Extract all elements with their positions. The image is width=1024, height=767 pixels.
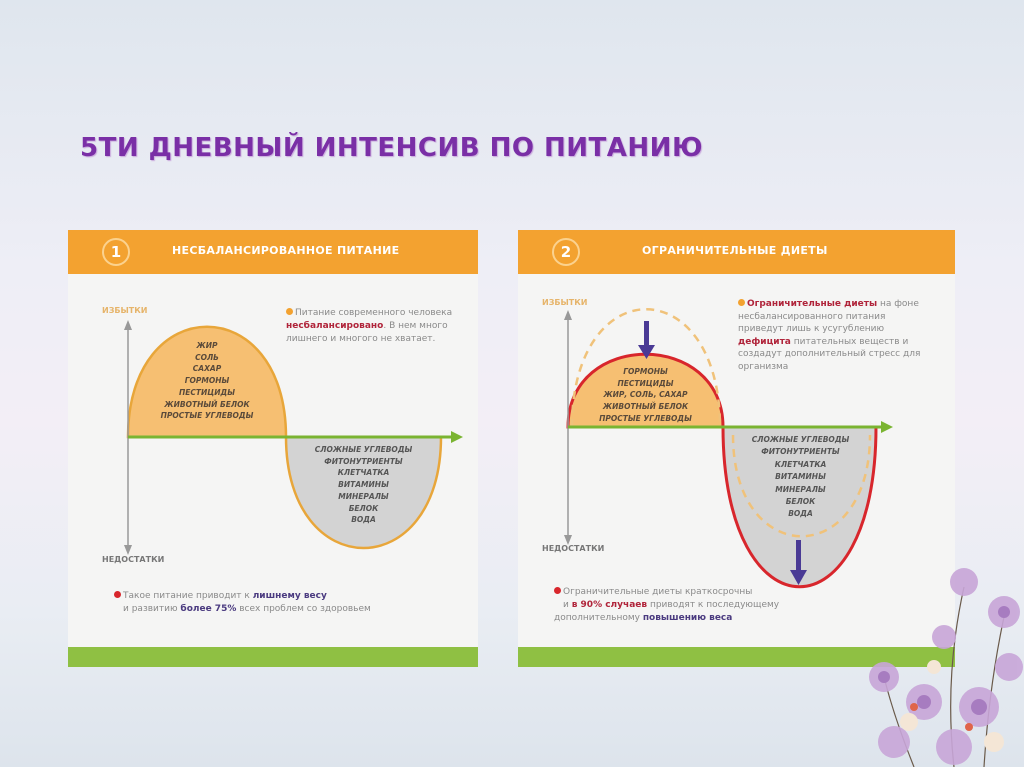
deficit-list: СЛОЖНЫЕ УГЛЕВОДЫ ФИТОНУТРИЕНТЫ КЛЕТЧАТКА… — [733, 434, 868, 521]
y-axis-arrow-up — [564, 310, 572, 320]
bullet-icon — [738, 299, 745, 306]
curve-diagram — [564, 308, 893, 588]
deficit-list: СЛОЖНЫЕ УГЛЕВОДЫ ФИТОНУТРИЕНТЫ КЛЕТЧАТКА… — [296, 444, 431, 526]
panel-footer-bar — [68, 647, 478, 667]
note-text: всех проблем со здоровьем — [236, 604, 371, 614]
list-item: КЛЕТЧАТКА — [337, 468, 390, 478]
bullet-icon — [286, 308, 293, 315]
arrow-down-icon — [638, 321, 655, 359]
list-item: ФИТОНУТРИЕНТЫ — [324, 456, 403, 466]
panel-restrictive-diets: 2 ОГРАНИЧИТЕЛЬНЫЕ ДИЕТЫ ИЗБЫТКИ НЕДОСТАТ… — [518, 230, 955, 667]
y-axis-arrow-up — [124, 320, 132, 330]
note-highlight: в 90% случаев — [571, 600, 648, 610]
list-item: ВИТАМИНЫ — [775, 472, 826, 482]
note-highlight: повышению веса — [642, 613, 733, 623]
note-text: Ограничительные диеты краткосрочны — [563, 587, 753, 597]
list-item: МИНЕРАЛЫ — [338, 491, 389, 501]
list-item: ПЕСТИЦИДЫ — [179, 387, 235, 397]
bullet-icon — [554, 587, 561, 594]
panel-header: 1 НЕСБАЛАНСИРОВАННОЕ ПИТАНИЕ — [68, 230, 478, 274]
note-text: . В нем много лишнего и многого не хвата… — [286, 321, 448, 344]
list-item: ГОРМОНЫ — [184, 376, 230, 386]
list-item: ЖИР — [196, 341, 218, 350]
axis-label-deficit: НЕДОСТАТКИ — [542, 544, 605, 553]
surplus-hump — [126, 325, 288, 439]
surplus-list: ГОРМОНЫ ПЕСТИЦИДЫ ЖИР, СОЛЬ, САХАР ЖИВОТ… — [583, 366, 708, 425]
axis-label-surplus: ИЗБЫТКИ — [542, 298, 588, 307]
list-item: ФИТОНУТРИЕНТЫ — [761, 447, 840, 457]
list-item: ЖИВОТНЫЙ БЕЛОК — [602, 402, 689, 412]
note-text: питательных веществ и создадут дополните… — [738, 336, 921, 372]
list-item: ЖИВОТНЫЙ БЕЛОК — [164, 399, 250, 409]
note-highlight: Ограничительные диеты — [747, 299, 878, 309]
panel-footer-bar — [518, 647, 955, 667]
note-top: Ограничительные диеты на фоне несбаланси… — [738, 298, 928, 373]
y-axis-arrow-down — [124, 545, 132, 555]
note-text: и — [563, 600, 572, 610]
step-number: 1 — [102, 238, 130, 266]
note-highlight: несбалансировано — [286, 321, 384, 331]
panel-header: 2 ОГРАНИЧИТЕЛЬНЫЕ ДИЕТЫ — [518, 230, 955, 274]
note-text: приводят к последующему дополнительному — [554, 600, 780, 623]
list-item: САХАР — [192, 364, 222, 374]
note-text: Такое питание приводит к — [123, 591, 253, 601]
axis-label-deficit: НЕДОСТАТКИ — [102, 555, 165, 564]
list-item: ВОДА — [351, 515, 376, 525]
y-axis-arrow-down — [564, 535, 572, 545]
list-item: СОЛЬ — [195, 352, 219, 362]
flower-decoration — [869, 568, 1023, 767]
note-highlight: лишнему весу — [252, 591, 327, 601]
arrow-down-icon — [790, 540, 807, 585]
surplus-list: ЖИР СОЛЬ САХАР ГОРМОНЫ ПЕСТИЦИДЫ ЖИВОТНЫ… — [143, 340, 271, 422]
deficit-bowl — [284, 435, 443, 550]
note-top: Питание современного человека несбаланси… — [286, 307, 476, 346]
list-item: ЖИР, СОЛЬ, САХАР — [603, 390, 688, 400]
note-highlight: более 75% — [180, 604, 237, 614]
note-text: Питание современного человека — [295, 308, 453, 318]
list-item: ПРОСТЫЕ УГЛЕВОДЫ — [599, 413, 692, 423]
x-axis-arrow — [451, 431, 463, 443]
former-surplus-dashed — [570, 308, 722, 428]
note-highlight: дефицита — [738, 336, 791, 347]
panel-unbalanced-nutrition: 1 НЕСБАЛАНСИРОВАННОЕ ПИТАНИЕ ИЗБЫТКИ НЕД… — [68, 230, 478, 667]
list-item: БЕЛОК — [785, 497, 816, 507]
former-deficit-dashed — [731, 434, 872, 538]
x-axis-arrow — [881, 421, 893, 433]
list-item: ВОДА — [788, 509, 813, 519]
step-number: 2 — [552, 238, 580, 266]
note-text: и развитию — [123, 604, 181, 614]
list-item: ГОРМОНЫ — [623, 367, 668, 376]
list-item: МИНЕРАЛЫ — [775, 484, 826, 494]
note-text: на фоне несбалансированного питания прив… — [738, 299, 919, 334]
axis-label-surplus: ИЗБЫТКИ — [102, 306, 148, 315]
list-item: КЛЕТЧАТКА — [774, 459, 827, 469]
note-bottom: Такое питание приводит к лишнему весу и … — [114, 590, 434, 616]
list-item: ПЕСТИЦИДЫ — [617, 378, 674, 388]
list-item: ВИТАМИНЫ — [338, 480, 389, 490]
bullet-icon — [114, 591, 121, 598]
note-bottom: Ограничительные диеты краткосрочны и в 9… — [554, 586, 794, 625]
curve-diagram — [124, 320, 463, 555]
panel-heading: ОГРАНИЧИТЕЛЬНЫЕ ДИЕТЫ — [642, 244, 828, 257]
panel-heading: НЕСБАЛАНСИРОВАННОЕ ПИТАНИЕ — [172, 244, 400, 257]
deficit-bowl — [721, 425, 878, 588]
list-item: БЕЛОК — [348, 503, 379, 513]
list-item: СЛОЖНЫЕ УГЛЕВОДЫ — [314, 445, 413, 454]
list-item: ПРОСТЫЕ УГЛЕВОДЫ — [160, 411, 254, 421]
list-item: СЛОЖНЫЕ УГЛЕВОДЫ — [751, 435, 850, 444]
slide-title: 5ТИ ДНЕВНЫЙ ИНТЕНСИВ ПО ПИТАНИЮ — [80, 133, 703, 163]
